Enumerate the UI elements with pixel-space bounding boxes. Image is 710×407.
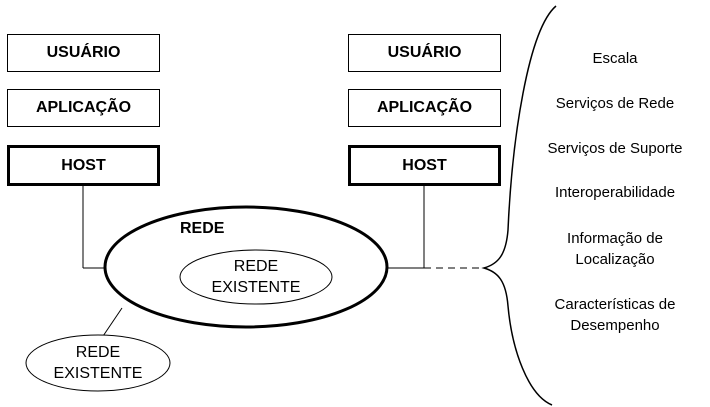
attribute-escala-text: Escala [592, 50, 638, 67]
attribute-servicos-de-rede-text: Serviços de Rede [555, 95, 675, 112]
attribute-servicos-de-suporte: Serviços de Suporte [520, 138, 710, 159]
left-usuario-box: USUÁRIO [7, 34, 160, 72]
external-existing-network-line1: REDE [75, 344, 121, 361]
curly-brace [481, 5, 557, 406]
attribute-escala: Escala [520, 48, 710, 69]
inner-existing-network-ellipse [179, 249, 333, 305]
external-existing-network-ellipse [25, 334, 171, 392]
rede-title: REDE [180, 220, 225, 237]
attribute-interoperabilidade: Interoperabilidade [520, 182, 710, 203]
attribute-caracteristicas-line1: Características de [554, 296, 676, 313]
inner-existing-network-line2: EXISTENTE [211, 279, 301, 296]
attribute-informacao-de-localizacao: Informação de Localização [520, 228, 710, 270]
attributes-list: Escala Serviços de Rede Serviços de Supo… [520, 0, 710, 407]
right-aplicacao-box: APLICAÇÃO [348, 89, 501, 127]
right-aplicacao-label: APLICAÇÃO [376, 99, 473, 116]
right-host-label: HOST [402, 156, 447, 174]
attribute-servicos-de-suporte-text: Serviços de Suporte [547, 140, 683, 157]
left-usuario-label: USUÁRIO [46, 44, 121, 61]
external-existing-network-label: REDE EXISTENTE [38, 342, 158, 384]
right-host-box: HOST [348, 145, 501, 186]
attribute-caracteristicas-line2: Desempenho [570, 317, 660, 334]
right-usuario-box: USUÁRIO [348, 34, 501, 72]
attribute-informacao-line2: Localização [575, 251, 655, 268]
left-aplicacao-box: APLICAÇÃO [7, 89, 160, 127]
left-host-label: HOST [61, 156, 106, 174]
attribute-servicos-de-rede: Serviços de Rede [520, 93, 710, 114]
attribute-caracteristicas-de-desempenho: Características de Desempenho [520, 294, 710, 336]
left-aplicacao-label: APLICAÇÃO [35, 99, 132, 116]
inner-existing-network-label: REDE EXISTENTE [196, 256, 316, 298]
inner-existing-network-line1: REDE [233, 258, 279, 275]
attribute-informacao-line1: Informação de [567, 230, 663, 247]
right-usuario-label: USUÁRIO [387, 44, 462, 61]
external-existing-network-line2: EXISTENTE [53, 365, 143, 382]
attribute-interoperabilidade-text: Interoperabilidade [554, 184, 676, 201]
left-host-box: HOST [7, 145, 160, 186]
